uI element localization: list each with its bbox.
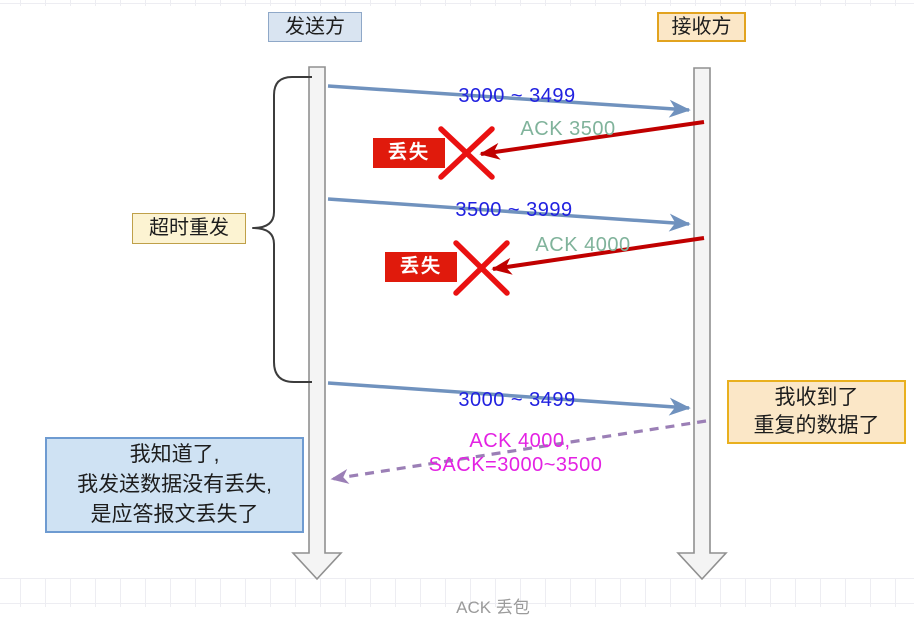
segment-label-3: 3000 ~ 3499 <box>458 389 576 411</box>
sack-label-line1: ACK 4000, <box>469 430 571 452</box>
segment-label-1: 3000 ~ 3499 <box>458 85 576 107</box>
sender-note-line1: 我知道了, <box>129 443 220 466</box>
lost-badge-2: 丢失 <box>385 252 457 282</box>
sender-note-line3: 是应答报文丢失了 <box>90 503 259 526</box>
lost-cross-2 <box>453 240 510 296</box>
receiver-lifeline <box>676 67 728 581</box>
data-arrow-1 <box>327 84 691 118</box>
receiver-note-line1: 我收到了 <box>774 386 859 409</box>
lost-cross-1 <box>438 126 495 180</box>
timeout-retransmit-label: 超时重发 <box>132 213 246 244</box>
receiver-title: 接收方 <box>657 12 746 42</box>
sender-note-line2: 我发送数据没有丢失, <box>77 473 272 496</box>
segment-label-2: 3500 ~ 3999 <box>455 199 573 221</box>
sender-note: 我知道了, 我发送数据没有丢失, 是应答报文丢失了 <box>45 437 304 533</box>
ack-arrow-2 <box>491 236 705 275</box>
ack-label-1: ACK 3500 <box>520 118 616 140</box>
sender-lifeline <box>291 66 343 581</box>
ack-arrow-1 <box>479 120 705 160</box>
lost-badge-1: 丢失 <box>373 138 445 168</box>
data-arrow-3 <box>327 381 691 416</box>
sender-title: 发送方 <box>268 12 362 42</box>
timeout-brace <box>252 76 312 383</box>
bottom-caption: ACK 丢包 <box>456 598 530 617</box>
data-arrow-2 <box>327 197 691 232</box>
ack-label-2: ACK 4000 <box>535 234 631 256</box>
receiver-note-line2: 重复的数据了 <box>753 414 880 437</box>
sack-label-line2: SACK=3000~3500 <box>428 454 603 476</box>
receiver-note: 我收到了 重复的数据了 <box>727 380 906 444</box>
